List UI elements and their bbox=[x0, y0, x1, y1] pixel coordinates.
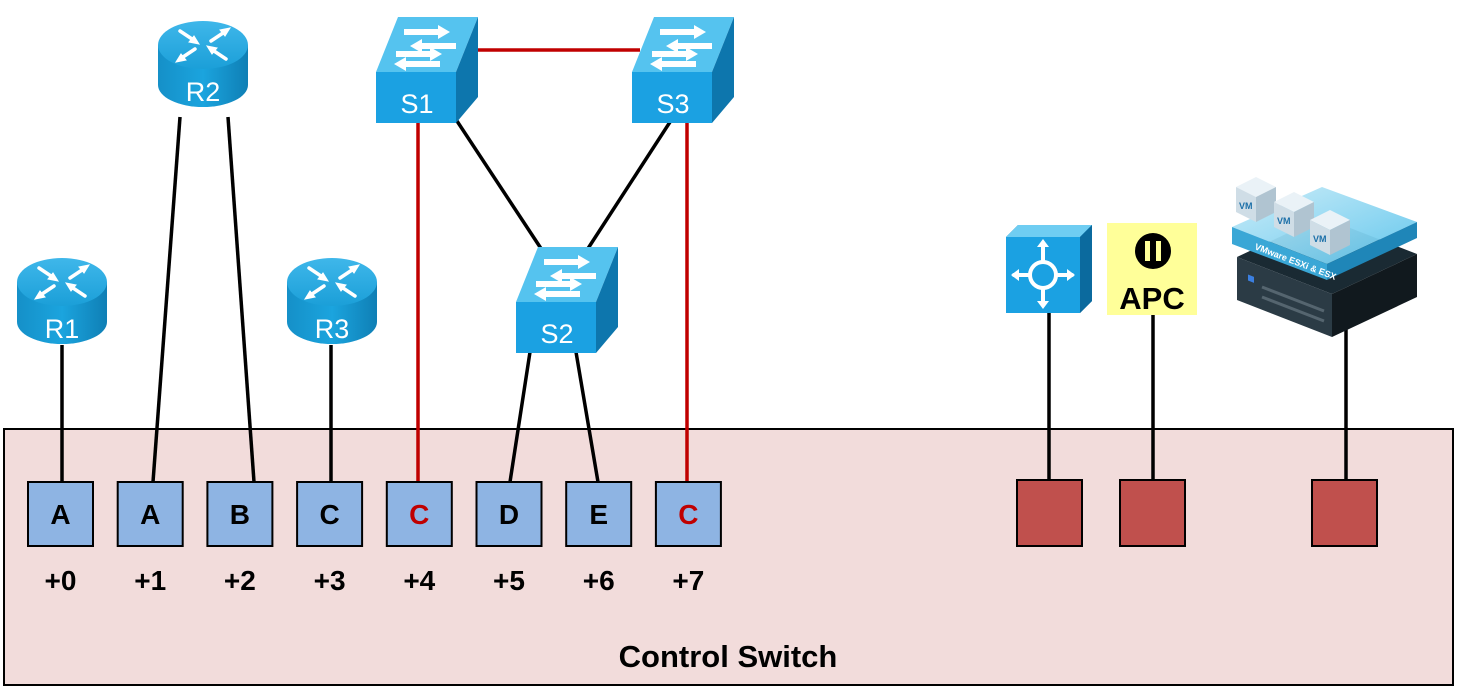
router-icon bbox=[158, 21, 248, 107]
switch-s2[interactable]: S2 bbox=[516, 247, 618, 353]
power-icon bbox=[1135, 233, 1171, 269]
port-box bbox=[385, 481, 453, 547]
router-r3[interactable]: R3 bbox=[287, 258, 377, 344]
switch-s1[interactable]: S1 bbox=[376, 17, 478, 123]
port-letter: D bbox=[499, 499, 519, 530]
control-switch-chassis bbox=[3, 428, 1454, 686]
port-box bbox=[654, 481, 722, 547]
extra-ports bbox=[1016, 479, 1378, 547]
port-offset-label: +6 bbox=[583, 565, 615, 596]
port-2[interactable]: B +2 bbox=[206, 481, 274, 596]
link-s2-port6 bbox=[574, 351, 600, 483]
esxi-server-icon[interactable]: VMware ESXi & ESX VM VM VM bbox=[1232, 177, 1417, 337]
svg-text:VM: VM bbox=[1277, 216, 1291, 226]
apc-label: APC bbox=[1119, 281, 1184, 316]
port-6[interactable]: E +6 bbox=[565, 481, 633, 596]
port-box bbox=[116, 481, 184, 547]
link-r2-port1 bbox=[151, 116, 182, 483]
switch-icon bbox=[516, 247, 618, 353]
switch-s2-label: S2 bbox=[540, 319, 573, 349]
switch-s3-label: S3 bbox=[656, 89, 689, 119]
port-apc[interactable] bbox=[1119, 479, 1186, 547]
router-r2-label: R2 bbox=[186, 77, 221, 107]
port-3[interactable]: C +3 bbox=[296, 481, 364, 596]
port-letter: E bbox=[589, 499, 608, 530]
vm-cube-1: VM bbox=[1236, 177, 1276, 222]
port-esxi[interactable] bbox=[1311, 479, 1378, 547]
port-5[interactable]: D +5 bbox=[475, 481, 543, 596]
router-icon bbox=[17, 258, 107, 344]
link-s3-s2 bbox=[585, 121, 672, 251]
links bbox=[60, 48, 1348, 483]
link-r2-port2 bbox=[226, 116, 256, 483]
port-offset-label: +4 bbox=[403, 565, 435, 596]
switch-s1-label: S1 bbox=[400, 89, 433, 119]
link-s2-port5 bbox=[508, 351, 532, 483]
control-switch-label: Control Switch bbox=[619, 639, 838, 674]
port-box bbox=[565, 481, 633, 547]
port-terminal-server[interactable] bbox=[1016, 479, 1083, 547]
router-r1-label: R1 bbox=[45, 314, 80, 344]
terminal-server-icon[interactable] bbox=[1006, 225, 1092, 313]
port-offset-label: +2 bbox=[224, 565, 256, 596]
port-letter: C bbox=[678, 499, 698, 530]
switch-icon bbox=[376, 17, 478, 123]
port-offset-label: +3 bbox=[314, 565, 346, 596]
port-letter: C bbox=[319, 499, 339, 530]
port-letter: A bbox=[140, 499, 160, 530]
port-box bbox=[475, 481, 543, 547]
router-r3-label: R3 bbox=[315, 314, 350, 344]
svg-text:VM: VM bbox=[1239, 201, 1253, 211]
vm-cube-3: VM bbox=[1310, 210, 1350, 255]
router-icon bbox=[287, 258, 377, 344]
port-letter: B bbox=[230, 499, 250, 530]
port-offset-label: +5 bbox=[493, 565, 525, 596]
router-r1[interactable]: R1 bbox=[17, 258, 107, 344]
port-offset-label: +7 bbox=[672, 565, 704, 596]
apc-pdu[interactable]: APC bbox=[1107, 223, 1197, 316]
port-1[interactable]: A +1 bbox=[116, 481, 184, 596]
control-switch-ports: A +0 A +1 B +2 C +3 C +4 D +5 E +6 C +7 bbox=[27, 481, 722, 596]
port-4[interactable]: C +4 bbox=[385, 481, 453, 596]
svg-text:VM: VM bbox=[1313, 234, 1327, 244]
port-offset-label: +1 bbox=[134, 565, 166, 596]
port-7[interactable]: C +7 bbox=[654, 481, 722, 596]
port-box bbox=[27, 481, 94, 547]
port-letter: A bbox=[50, 499, 70, 530]
switch-icon bbox=[632, 17, 734, 123]
vm-cube-2: VM bbox=[1274, 192, 1314, 237]
port-offset-label: +0 bbox=[45, 565, 77, 596]
port-letter: C bbox=[409, 499, 429, 530]
port-box bbox=[206, 481, 274, 547]
port-box bbox=[296, 481, 364, 547]
link-s1-s2 bbox=[453, 117, 544, 251]
router-r2[interactable]: R2 bbox=[158, 21, 248, 107]
switch-s3[interactable]: S3 bbox=[632, 17, 734, 123]
port-0[interactable]: A +0 bbox=[27, 481, 94, 596]
